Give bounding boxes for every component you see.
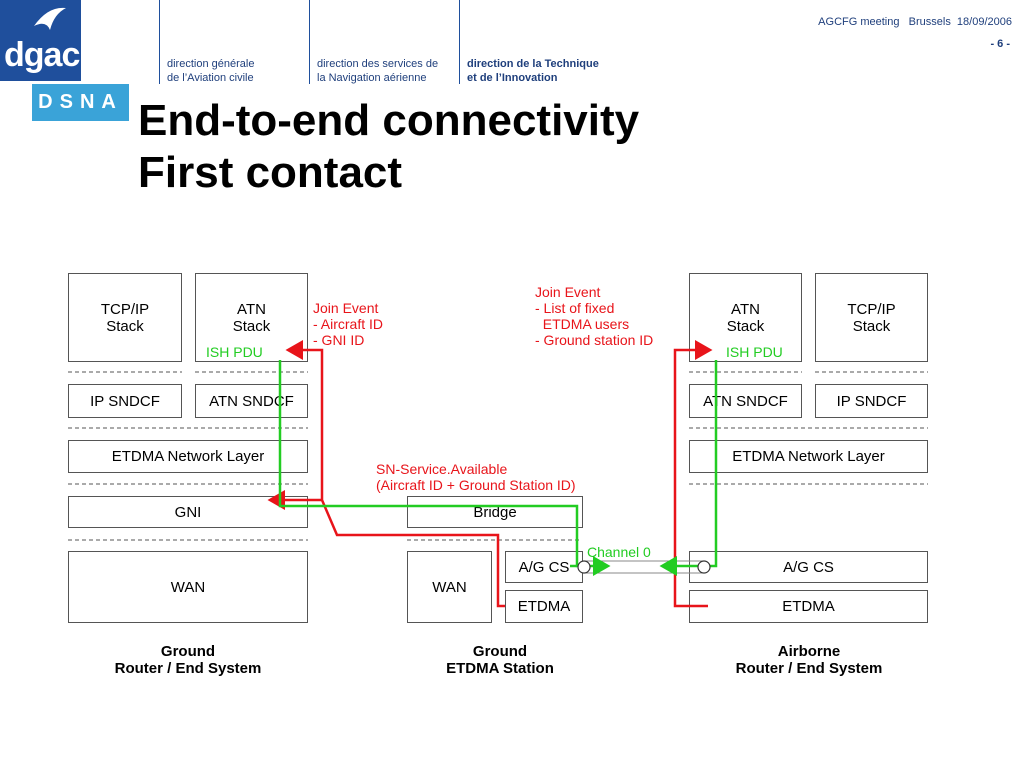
join-event-ground-label: Join Event - Aircraft ID - GNI ID: [313, 300, 384, 348]
title-line-2: First contact: [138, 148, 403, 197]
ground-wan: WAN: [68, 551, 308, 623]
channel-0-label: Channel 0: [587, 544, 651, 560]
logo-text: dgac: [4, 36, 80, 74]
ground-etdma-network-layer: ETDMA Network Layer: [68, 440, 308, 473]
station-ag-cs: A/G CS: [505, 551, 583, 583]
ground-atn-stack: ATN Stack: [195, 273, 308, 362]
station-wan: WAN: [407, 551, 492, 623]
header-divider: [309, 0, 310, 84]
air-ag-cs: A/G CS: [689, 551, 928, 583]
air-atn-stack: ATN Stack: [689, 273, 802, 362]
join-event-air-label: Join Event - List of fixed ETDMA users -…: [535, 284, 654, 348]
dsna-logo: DSNA: [32, 84, 129, 121]
air-tcpip-stack: TCP/IP Stack: [815, 273, 928, 362]
meeting-info: AGCFG meeting Brussels 18/09/2006: [818, 16, 1012, 28]
ground-ip-sndcf: IP SNDCF: [68, 384, 182, 418]
air-etdma-network-layer: ETDMA Network Layer: [689, 440, 928, 473]
caption-ground-router: Ground Router / End System: [114, 643, 262, 677]
page-number: - 6 -: [990, 38, 1010, 50]
org-line: et de l’Innovation: [467, 72, 558, 84]
org-dsna: direction des services de la Navigation …: [317, 57, 438, 85]
page-title: End-to-end connectivity First contact: [138, 95, 639, 199]
title-line-1: End-to-end connectivity: [138, 96, 640, 145]
plane-icon: [34, 7, 66, 30]
station-bridge: Bridge: [407, 496, 583, 528]
air-etdma: ETDMA: [689, 590, 928, 623]
header-divider: [159, 0, 160, 84]
org-line: direction de la Technique: [467, 58, 599, 70]
org-dti: direction de la Technique et de l’Innova…: [467, 57, 599, 85]
org-line: direction des services de: [317, 58, 439, 70]
ish-pdu-air-label: ISH PDU: [726, 344, 783, 360]
ground-tcpip-stack: TCP/IP Stack: [68, 273, 182, 362]
header-divider: [459, 0, 460, 84]
station-etdma: ETDMA: [505, 590, 583, 623]
channel-link: [583, 560, 705, 574]
air-atn-sndcf: ATN SNDCF: [689, 384, 802, 418]
ground-gni: GNI: [68, 496, 308, 528]
org-line: de l’Aviation civile: [167, 72, 254, 84]
org-line: la Navigation aérienne: [317, 72, 427, 84]
caption-airborne-router: Airborne Router / End System: [735, 643, 883, 677]
dgac-logo: dgac: [0, 0, 81, 81]
ground-atn-sndcf: ATN SNDCF: [195, 384, 308, 418]
ish-pdu-ground-label: ISH PDU: [206, 344, 263, 360]
org-line: direction générale: [167, 58, 255, 70]
caption-ground-station: Ground ETDMA Station: [446, 643, 554, 677]
air-ip-sndcf: IP SNDCF: [815, 384, 928, 418]
org-dgac: direction générale de l’Aviation civile: [167, 57, 254, 85]
sn-service-label: SN-Service.Available (Aircraft ID + Grou…: [376, 461, 576, 493]
